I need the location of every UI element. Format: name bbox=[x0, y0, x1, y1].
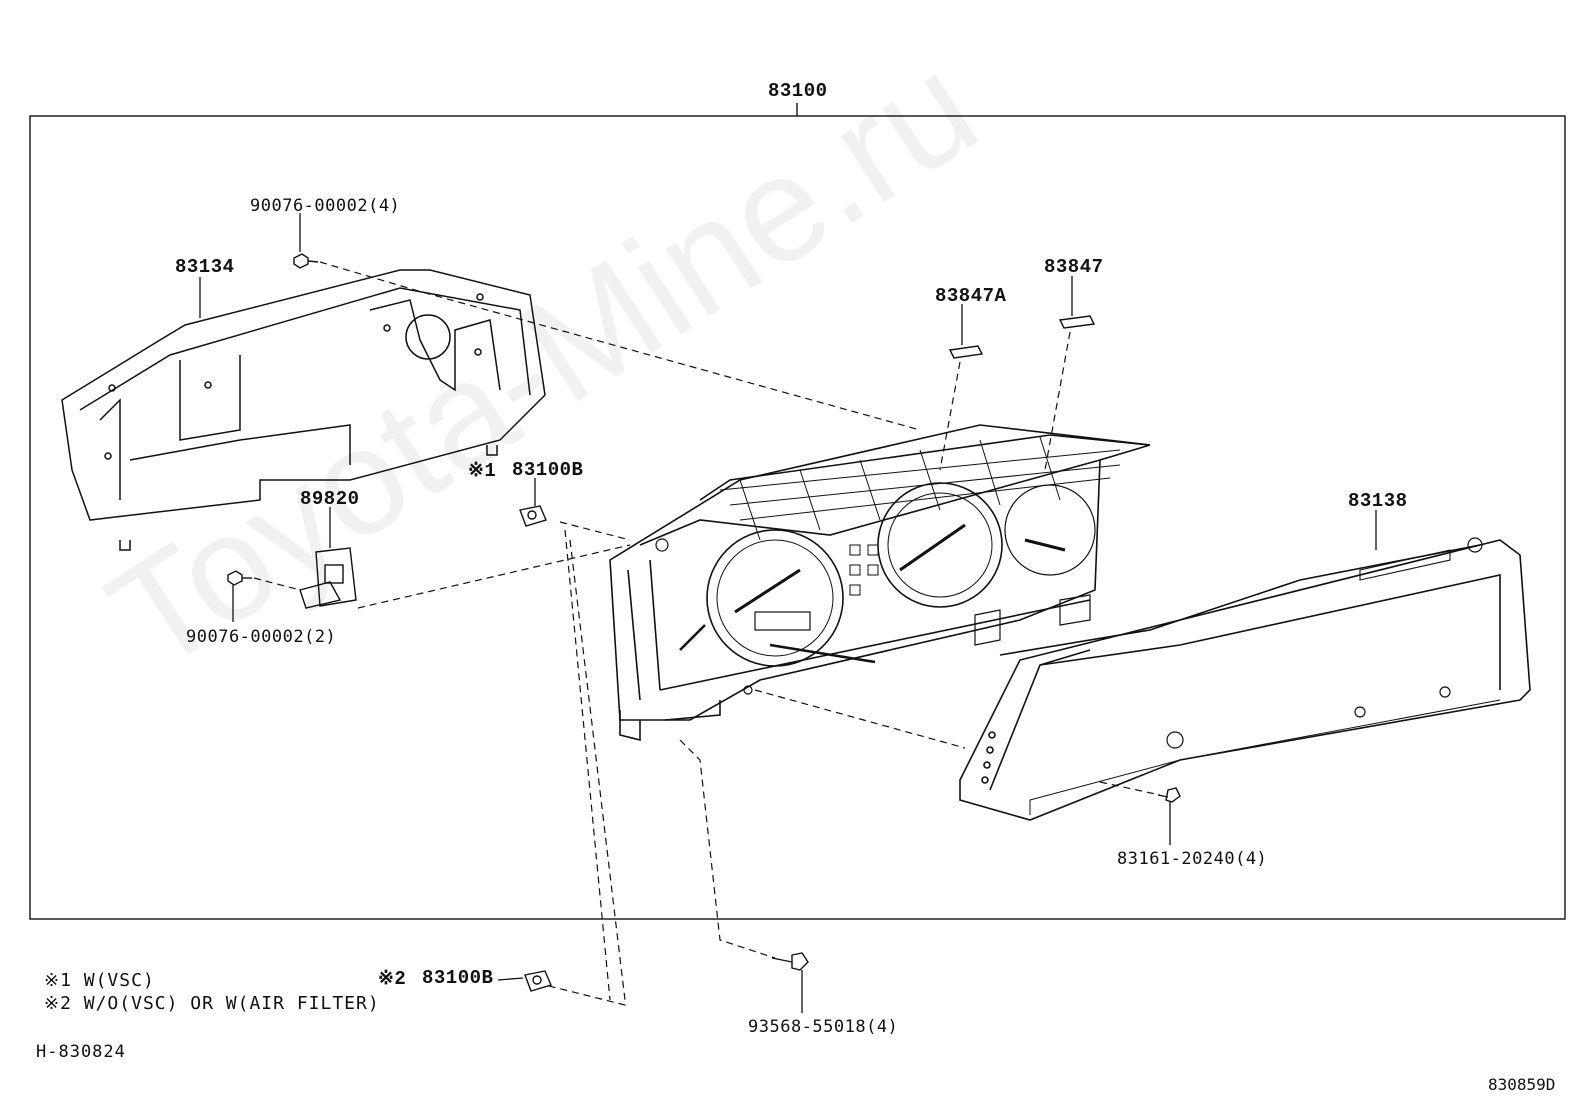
rear-cover-part bbox=[61, 269, 546, 551]
clip-bottom-mark: ※2 bbox=[378, 968, 407, 990]
bolt-label: 93568-55018(4) bbox=[748, 1017, 899, 1037]
assembly-frame bbox=[29, 115, 1566, 920]
meter-to-glass-dash bbox=[754, 689, 966, 749]
footer-right-code: 830859D bbox=[1488, 1075, 1556, 1094]
plate-a-dash bbox=[939, 361, 961, 471]
top-screw-part bbox=[293, 253, 319, 269]
plate-a-part bbox=[948, 345, 984, 359]
assembly-label: 83100 bbox=[768, 80, 828, 102]
clip-bottom-label: 83100B bbox=[422, 967, 494, 989]
rear-cover-label: 83134 bbox=[175, 256, 235, 278]
clip-top-part bbox=[519, 505, 547, 527]
bolt-part bbox=[771, 952, 809, 971]
glass-screw-part bbox=[1157, 787, 1181, 803]
glass-screw-dash bbox=[1099, 781, 1161, 796]
note-vsc: ※1 W(VSC) bbox=[44, 970, 155, 991]
clip-bottom-leader bbox=[497, 977, 524, 981]
front-glass-part bbox=[959, 537, 1531, 821]
plate-part bbox=[1058, 315, 1096, 329]
clip-bottom-part bbox=[524, 970, 552, 992]
plate-label: 83847 bbox=[1044, 256, 1104, 278]
sensor-dash bbox=[357, 544, 631, 609]
front-glass-label: 83138 bbox=[1348, 490, 1408, 512]
sensor-screw-part bbox=[227, 570, 252, 586]
footer-left-code: H-830824 bbox=[36, 1042, 126, 1062]
bolt-dash bbox=[679, 739, 776, 959]
top-screw-label: 90076-00002(4) bbox=[250, 196, 401, 216]
clip-top-mark: ※1 bbox=[468, 460, 497, 482]
sensor-label: 89820 bbox=[300, 488, 360, 510]
sensor-screw-label: 90076-00002(2) bbox=[186, 627, 337, 647]
note-no-vsc: ※2 W/O(VSC) OR W(AIR FILTER) bbox=[44, 993, 380, 1014]
plate-a-label: 83847A bbox=[935, 285, 1007, 307]
combination-meter-body bbox=[609, 424, 1151, 742]
clip-top-label: 83100B bbox=[512, 459, 584, 481]
top-screw-dash bbox=[319, 261, 921, 431]
sensor-part bbox=[299, 547, 357, 609]
clip-chain-dash bbox=[544, 529, 626, 1006]
clip-top-dash bbox=[559, 521, 631, 541]
sensor-screw-dash bbox=[253, 577, 301, 591]
glass-screw-label: 83161-20240(4) bbox=[1117, 849, 1268, 869]
plate-dash bbox=[1044, 331, 1071, 471]
